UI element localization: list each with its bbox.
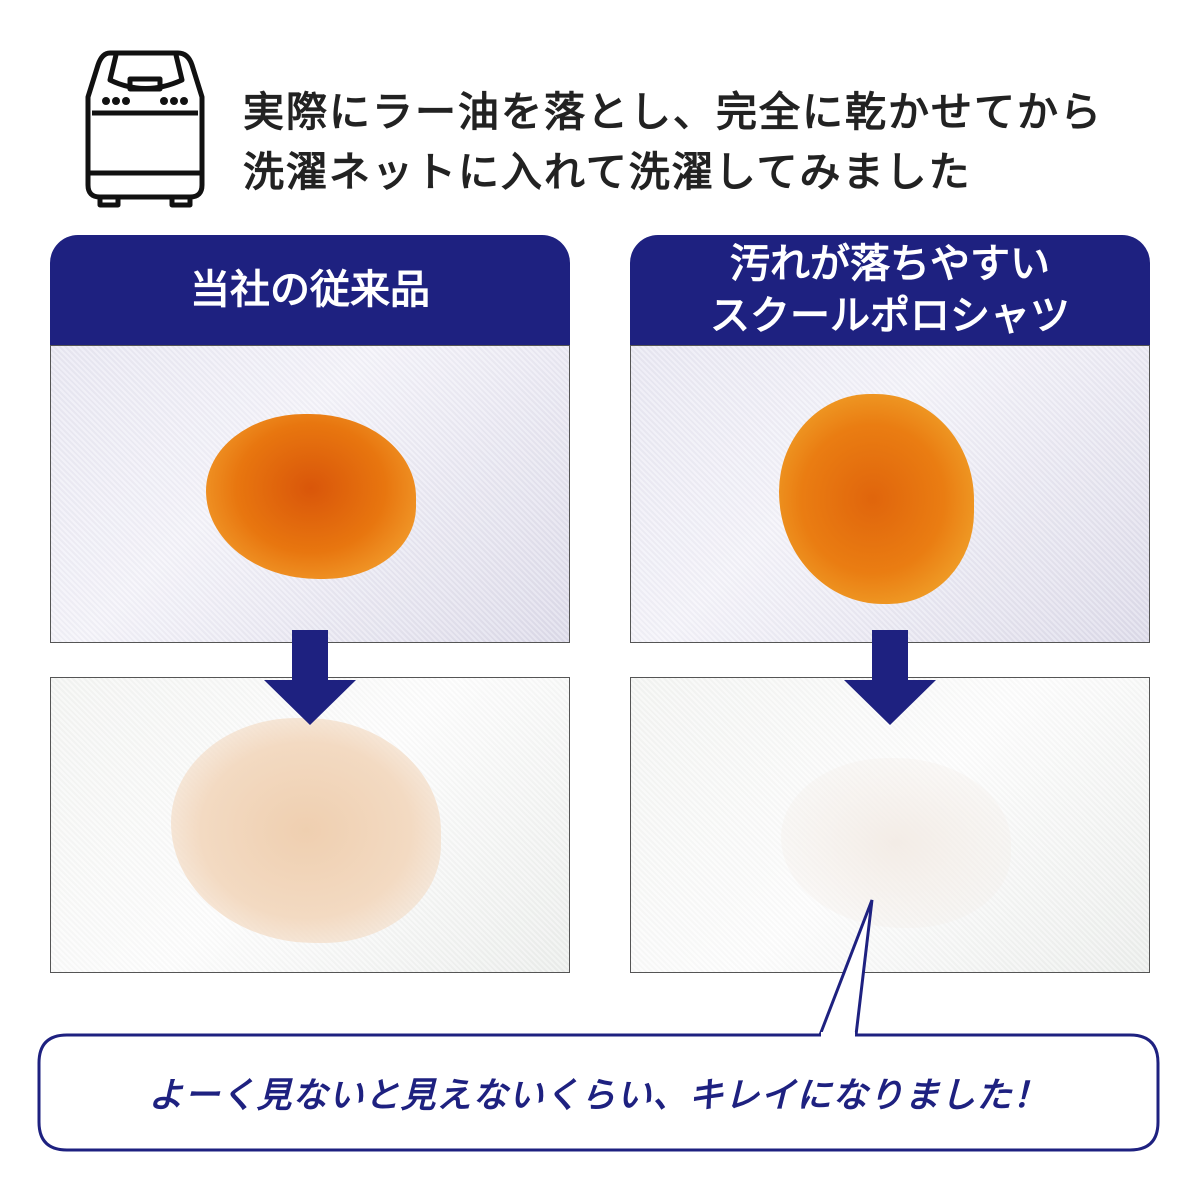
left-panel-title: 当社の従来品 bbox=[190, 267, 430, 313]
right-panel-header: 汚れが落ちやすい スクールポロシャツ bbox=[630, 235, 1150, 345]
right-panel-title-line-2: スクールポロシャツ bbox=[710, 293, 1070, 339]
arrow-down-icon bbox=[844, 630, 936, 725]
title-line-1: 実際にラー油を落とし、完全に乾かせてから bbox=[243, 88, 1103, 136]
right-panel-title-line-1: 汚れが落ちやすい bbox=[730, 241, 1050, 287]
oil-stain bbox=[206, 414, 416, 579]
callout-text: よーく見ないと見えないくらい、キレイになりました！ bbox=[148, 1076, 1049, 1116]
page-title: 実際にラー油を落とし、完全に乾かせてから 洗濯ネットに入れて洗濯してみました bbox=[243, 82, 1103, 202]
oil-stain bbox=[779, 394, 974, 604]
faded-stain bbox=[171, 718, 441, 943]
left-panel-header: 当社の従来品 bbox=[50, 235, 570, 345]
title-line-2: 洗濯ネットに入れて洗濯してみました bbox=[243, 148, 972, 196]
speech-bubble bbox=[37, 1033, 1160, 1152]
arrow-down-icon bbox=[264, 630, 356, 725]
left-before-photo bbox=[50, 345, 570, 643]
washing-machine-icon bbox=[85, 50, 205, 208]
speech-bubble-tail bbox=[818, 899, 874, 1037]
right-before-photo bbox=[630, 345, 1150, 643]
faded-stain bbox=[781, 758, 1011, 928]
